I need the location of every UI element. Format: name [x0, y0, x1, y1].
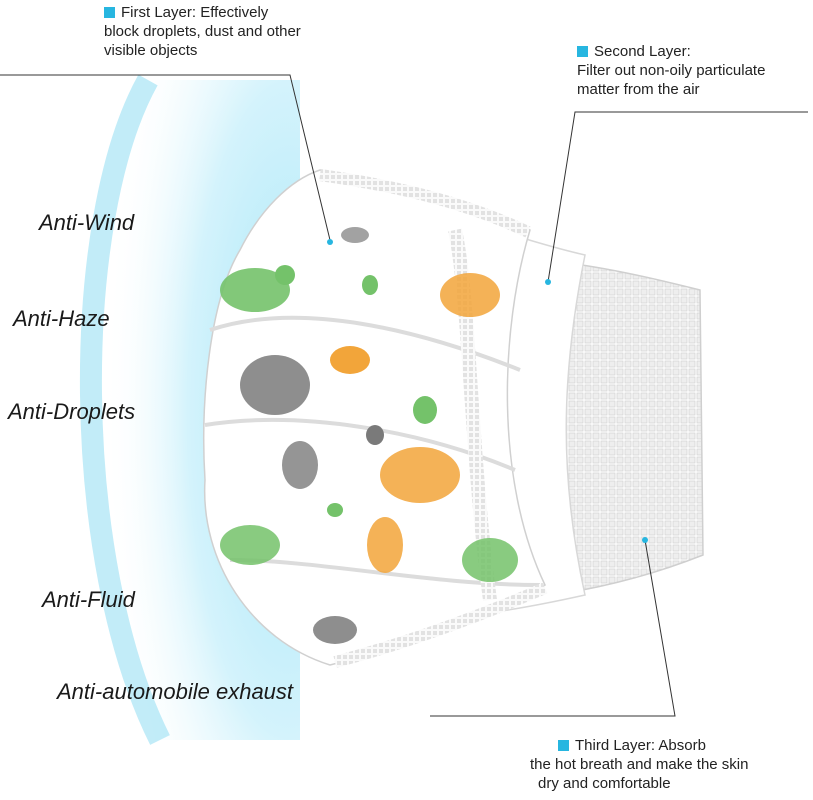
- first-layer-desc-2: block droplets, dust and other: [104, 23, 301, 40]
- third-layer-callout: Third Layer: Absorb the hot breath and m…: [530, 736, 810, 793]
- second-layer-desc-2: matter from the air: [577, 81, 700, 98]
- blue-glow-edge: [79, 74, 170, 745]
- second-layer-callout: Second Layer: Filter out non-oily partic…: [577, 42, 813, 99]
- third-layer-desc-2: the hot breath and make the skin: [530, 756, 749, 773]
- third-layer-desc-1: Absorb: [658, 737, 706, 754]
- first-layer-callout: First Layer: Effectively block droplets,…: [104, 3, 384, 60]
- second-layer-title: Second Layer:: [594, 43, 691, 60]
- first-layer-desc-1: Effectively: [200, 4, 269, 21]
- feature-anti-haze: Anti-Haze: [13, 306, 110, 331]
- square-bullet-icon: [558, 740, 569, 751]
- dinosaur-prints: [220, 227, 518, 644]
- leader-lines: [0, 74, 808, 717]
- feature-anti-wind: Anti-Wind: [39, 210, 135, 235]
- third-layer-title: Third Layer:: [575, 737, 656, 754]
- feature-anti-exhaust: Anti-automobile exhaust: [57, 679, 294, 704]
- feature-anti-fluid: Anti-Fluid: [42, 587, 135, 612]
- third-layer-desc-3: dry and comfortable: [538, 775, 671, 792]
- first-layer-title: First Layer:: [121, 4, 197, 21]
- first-layer-desc-3: visible objects: [104, 42, 198, 59]
- feature-anti-droplets: Anti-Droplets: [8, 399, 136, 424]
- square-bullet-icon: [577, 46, 588, 57]
- second-layer-desc-1: Filter out non-oily particulate: [577, 62, 766, 79]
- square-bullet-icon: [104, 7, 115, 18]
